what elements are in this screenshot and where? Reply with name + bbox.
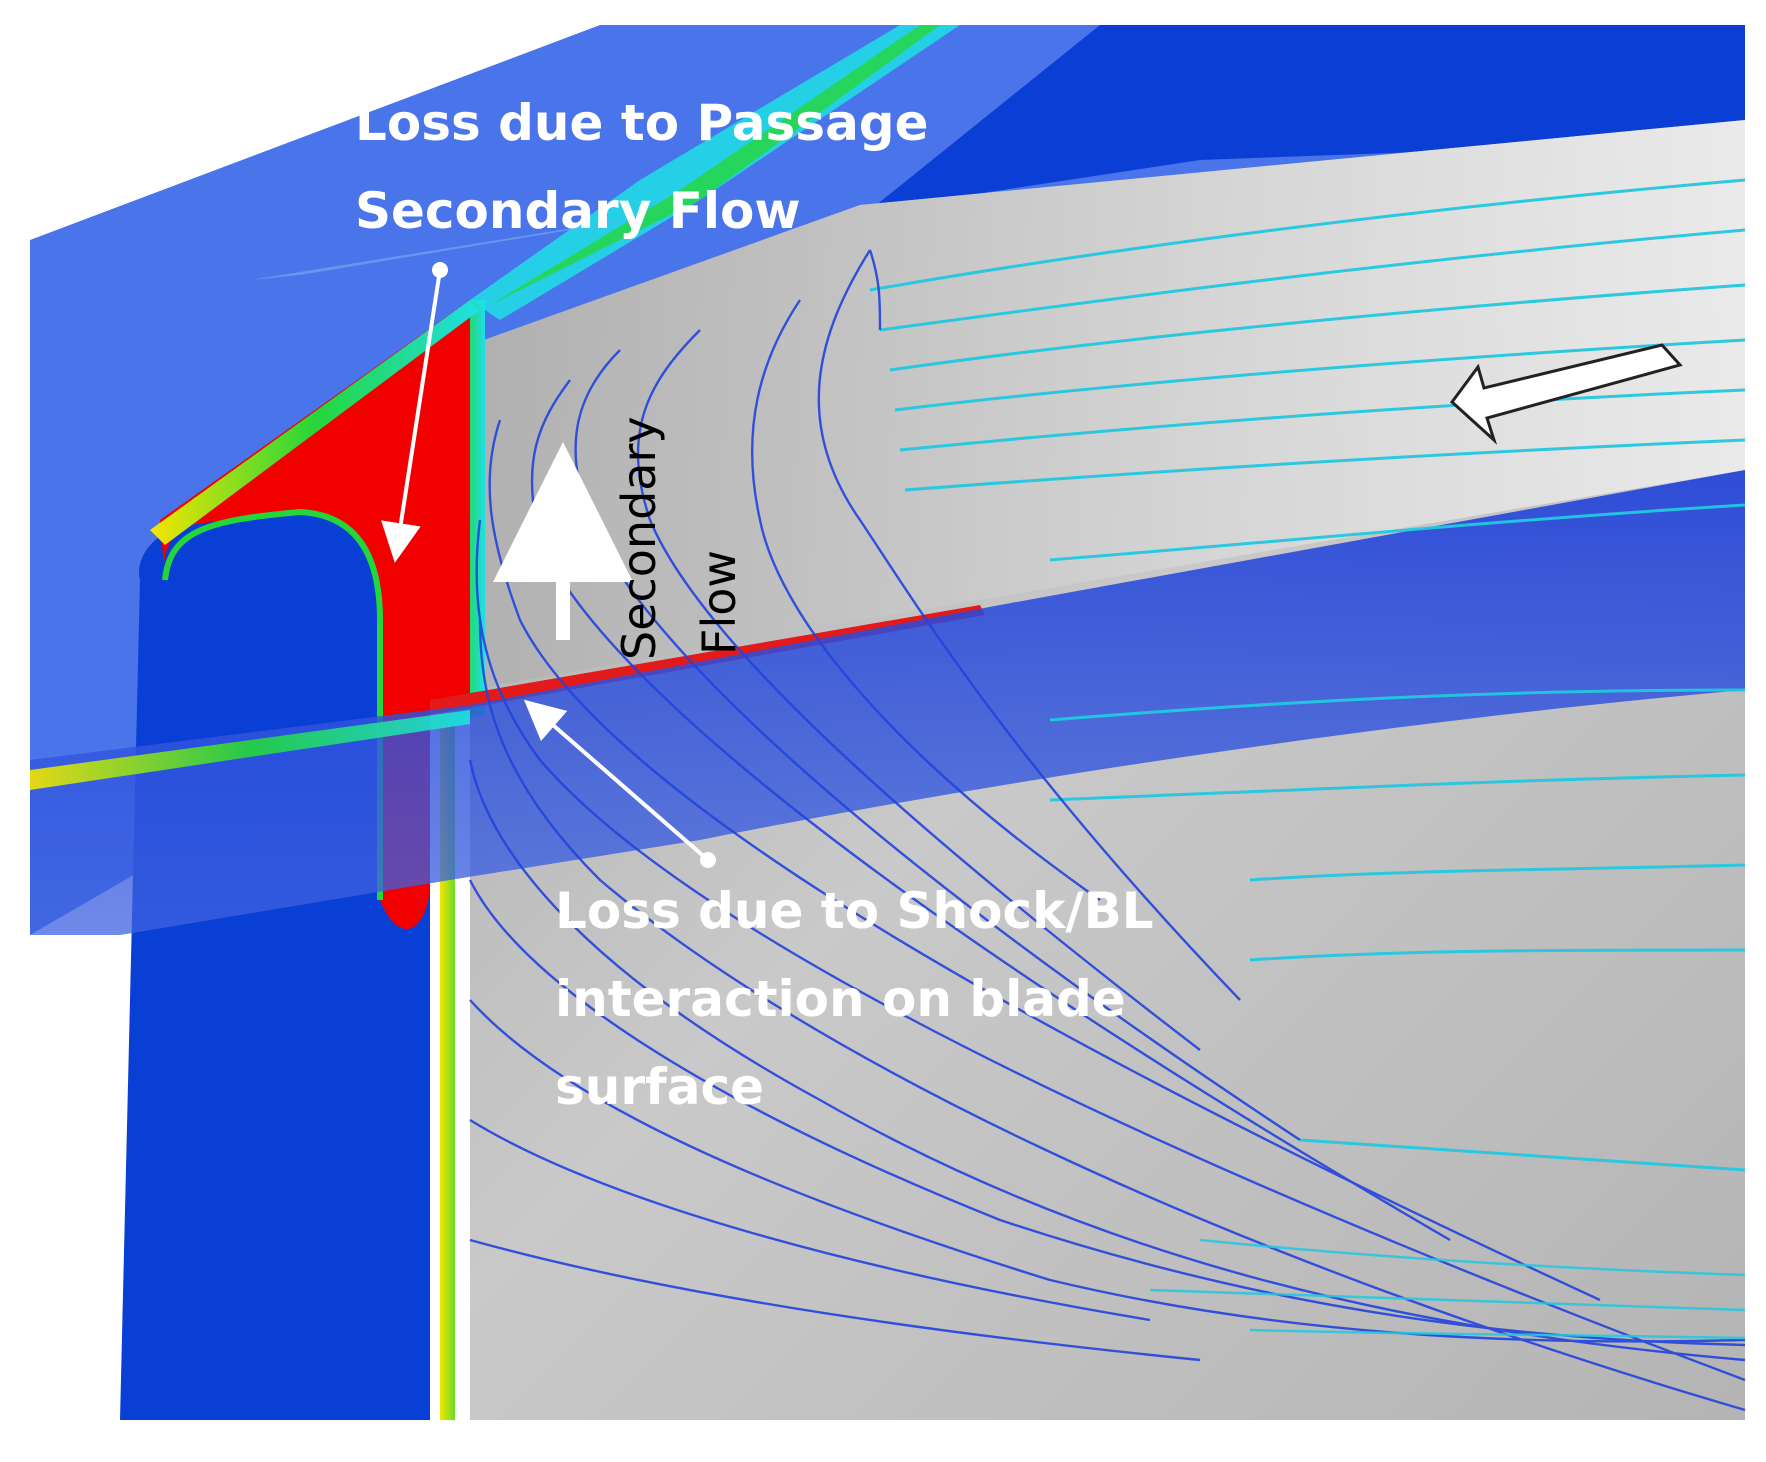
leading-edge-contour <box>30 710 470 790</box>
secondary-flow-label-line-1: Secondary <box>612 416 666 660</box>
passage-loss-label-line-1: Loss due to Passage <box>355 94 929 152</box>
passage-loss-pointer <box>381 269 442 563</box>
shock-loss-label-line-1: Loss due to Shock/BL <box>555 882 1154 940</box>
shock-loss-pointer <box>523 699 710 862</box>
passage-loss-pointer-dot <box>432 262 448 278</box>
inflow-direction-arrow <box>1449 343 1683 445</box>
passage-loss-edge <box>150 300 480 545</box>
passage-loss-inner-edge <box>162 508 383 900</box>
passage-loss-label-line-2: Secondary Flow <box>355 182 801 240</box>
wake-contour-streak <box>250 215 660 280</box>
passage-loss-rim <box>440 300 485 1420</box>
streamlines-upper <box>869 178 1746 1172</box>
shock-loss-label-line-2: interaction on blade <box>555 970 1126 1028</box>
streamlines-lower-cyan <box>1149 1238 1746 1340</box>
casing-band-top <box>870 25 1745 210</box>
tip-contour-streak-2 <box>490 25 940 305</box>
shock-loss-pointer-dot <box>700 852 716 868</box>
shock-loss-label-line-3: surface <box>555 1058 764 1116</box>
passage-band <box>30 470 1745 935</box>
secondary-flow-label-line-2: Flow <box>692 550 746 655</box>
